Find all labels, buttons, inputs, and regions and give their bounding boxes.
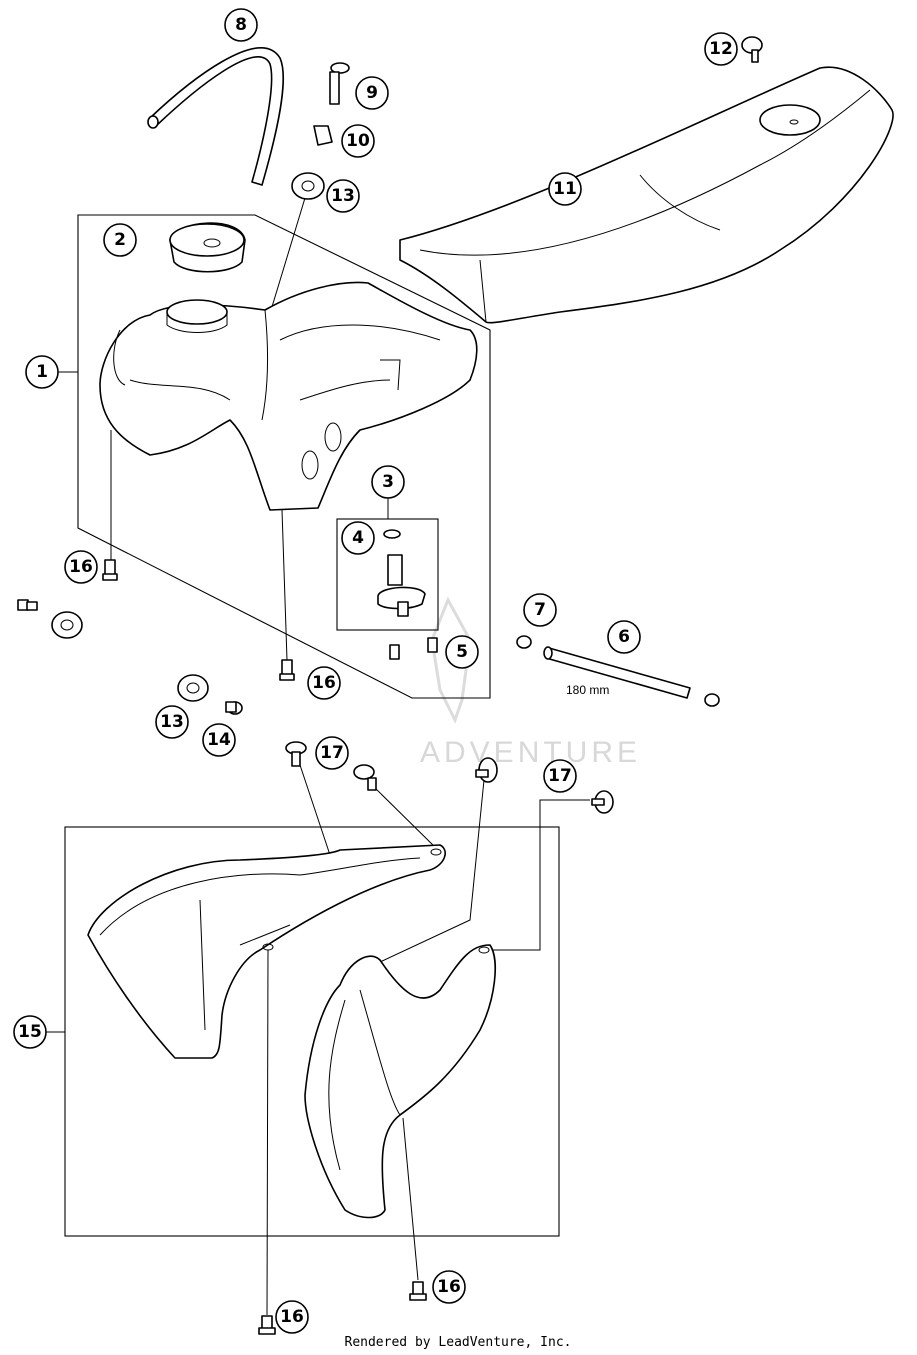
collar-bolt	[225, 701, 243, 715]
breather-hose-end	[147, 115, 159, 129]
spoiler-screw-c	[475, 757, 498, 783]
rubber-bushing-upper	[291, 172, 325, 200]
tank-bolt-rear	[279, 659, 295, 681]
callout-11: 11	[548, 172, 582, 206]
spoiler-bolt-left	[258, 1315, 276, 1335]
callout-17-left: 17	[315, 736, 349, 770]
leader-lines	[46, 197, 590, 1316]
callout-15: 15	[13, 1015, 47, 1049]
callout-16-tank-rear: 16	[307, 666, 341, 700]
svg-text:11: 11	[553, 179, 577, 199]
callout-12: 12	[704, 32, 738, 66]
callout-4: 4	[341, 521, 375, 555]
svg-text:12: 12	[709, 39, 733, 59]
svg-text:8: 8	[235, 15, 247, 35]
callout-9: 9	[355, 76, 389, 110]
callout-2: 2	[103, 223, 137, 257]
callout-13-lower: 13	[155, 705, 189, 739]
watermark-text: ADVENTURE	[420, 736, 641, 769]
callout-16-tank-front: 16	[64, 550, 98, 584]
rubber-bushing-lower	[177, 674, 209, 702]
svg-text:10: 10	[346, 131, 370, 151]
svg-text:14: 14	[207, 730, 231, 750]
spoiler-bolt-right	[409, 1281, 427, 1301]
callout-14: 14	[202, 723, 236, 757]
svg-text:4: 4	[352, 528, 364, 548]
callout-16-spoiler-right: 16	[432, 1270, 466, 1304]
fuel-tank	[99, 281, 478, 511]
tap-screws	[389, 637, 438, 660]
seat	[399, 66, 894, 324]
tank-bolt-front	[102, 559, 118, 581]
svg-text:13: 13	[160, 712, 184, 732]
callout-1: 1	[25, 355, 59, 389]
svg-text:2: 2	[114, 230, 126, 250]
bushing	[313, 125, 333, 146]
hose-length-label: 180 mm	[566, 683, 609, 697]
svg-text:5: 5	[456, 642, 468, 662]
callout-16-spoiler-left: 16	[275, 1300, 309, 1334]
svg-text:9: 9	[366, 83, 378, 103]
svg-text:15: 15	[18, 1022, 42, 1042]
spoiler-screw-d	[591, 790, 614, 814]
fuel-hose	[516, 635, 720, 707]
side-bolt	[17, 599, 38, 611]
svg-text:1: 1	[36, 362, 48, 382]
svg-text:7: 7	[534, 600, 546, 620]
seat-bolt	[741, 36, 763, 63]
spoiler-right	[304, 944, 496, 1219]
callout-3: 3	[371, 465, 405, 499]
rubber-bushing-left	[51, 611, 83, 639]
svg-text:13: 13	[331, 186, 355, 206]
svg-text:16: 16	[280, 1307, 304, 1327]
callout-7: 7	[523, 593, 557, 627]
fuel-tap	[377, 529, 426, 617]
svg-text:6: 6	[618, 627, 630, 647]
callout-5: 5	[445, 635, 479, 669]
svg-text:16: 16	[437, 1277, 461, 1297]
callout-10: 10	[341, 124, 375, 158]
svg-text:16: 16	[312, 673, 336, 693]
callout-13-upper: 13	[326, 179, 360, 213]
fuel-tank-group-frame	[77, 214, 491, 699]
spoiler-left	[87, 844, 446, 1059]
breather-hose	[149, 47, 285, 186]
callout-8: 8	[224, 8, 258, 42]
svg-text:17: 17	[320, 743, 344, 763]
spoiler-screw-b	[353, 764, 377, 791]
svg-text:3: 3	[382, 472, 394, 492]
spoiler-screw-a	[285, 741, 307, 767]
fuel-cap	[169, 222, 246, 273]
footer-credit: Rendered by LeadVenture, Inc.	[345, 1335, 572, 1350]
svg-text:16: 16	[69, 557, 93, 577]
tank-mounting-bolt	[329, 62, 350, 105]
callout-17-right: 17	[543, 759, 577, 793]
svg-text:17: 17	[548, 766, 572, 786]
callout-6: 6	[607, 620, 641, 654]
